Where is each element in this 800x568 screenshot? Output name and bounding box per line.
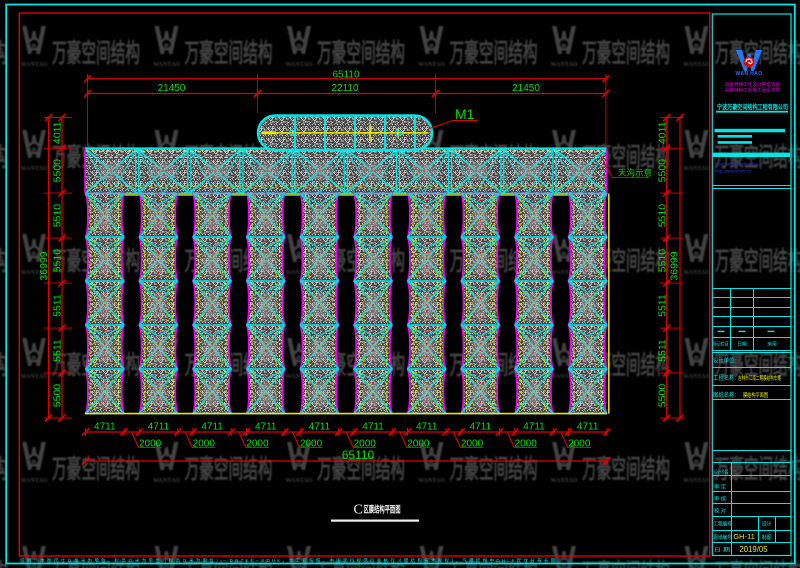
svg-text:5500: 5500 (657, 159, 669, 183)
svg-text:区膜结构平面图: 区膜结构平面图 (364, 504, 401, 515)
svg-text:采用: 采用 (767, 340, 777, 347)
svg-text:宁波万豪空间结构工程有限公司: 宁波万豪空间结构工程有限公司 (717, 102, 788, 111)
svg-text:36999: 36999 (38, 251, 50, 280)
svg-text:2000: 2000 (568, 439, 591, 450)
svg-text:2000: 2000 (354, 439, 377, 450)
svg-text:65110: 65110 (342, 448, 375, 462)
svg-text:5511: 5511 (52, 294, 64, 317)
svg-text:膜结构平面图: 膜结构平面图 (743, 391, 768, 399)
svg-text:5511: 5511 (52, 339, 64, 362)
svg-text:5510: 5510 (657, 249, 669, 273)
svg-text:日 期: 日 期 (714, 547, 730, 554)
svg-text:4711: 4711 (577, 422, 599, 433)
svg-text:5510: 5510 (657, 204, 669, 228)
svg-text:M1: M1 (455, 106, 475, 122)
svg-text:工程名称:: 工程名称: (713, 374, 736, 382)
svg-text:4711: 4711 (470, 422, 492, 433)
svg-text:具备特种工程设计甲级资质: 具备特种工程设计甲级资质 (725, 81, 781, 88)
svg-text:21450: 21450 (158, 83, 186, 94)
svg-text:标记栏目: 标记栏目 (713, 340, 729, 347)
svg-text:4711: 4711 (201, 422, 223, 433)
svg-text:设计: 设计 (762, 521, 772, 528)
svg-text:5500: 5500 (52, 384, 64, 408)
svg-text:天沟示意: 天沟示意 (618, 168, 652, 178)
svg-text:2000: 2000 (461, 439, 484, 450)
svg-text:4711: 4711 (523, 422, 545, 433)
svg-text:审 核: 审 核 (714, 495, 726, 503)
svg-text:设计阶段: 设计阶段 (714, 468, 729, 476)
svg-text:吉林市江南二期膜结构车棚: 吉林市江南二期膜结构车棚 (738, 374, 781, 382)
svg-text:图纸名称:: 图纸名称: (713, 391, 736, 399)
svg-text:制图: 制图 (762, 534, 772, 541)
svg-text:21450: 21450 (512, 83, 540, 94)
svg-text:2000: 2000 (193, 439, 216, 450)
svg-text:工程编号: 工程编号 (714, 520, 732, 528)
svg-text:4011: 4011 (657, 121, 669, 144)
svg-text:图纸编号: 图纸编号 (714, 533, 732, 541)
svg-text:5511: 5511 (657, 339, 669, 362)
svg-text:具备特种工程施工壹级资质: 具备特种工程施工壹级资质 (725, 87, 781, 94)
svg-text:WAN HAO: WAN HAO (736, 71, 763, 77)
svg-text:2000: 2000 (300, 439, 323, 450)
svg-text:2019/05: 2019/05 (739, 545, 768, 554)
svg-text:2000: 2000 (246, 439, 269, 450)
svg-text:22110: 22110 (331, 83, 359, 94)
svg-text:65110: 65110 (332, 70, 360, 81)
svg-text:36999: 36999 (669, 251, 681, 280)
svg-text:http: www.nbwh.cn: http: www.nbwh.cn (715, 169, 751, 174)
svg-text:4711: 4711 (362, 422, 384, 433)
svg-text:5500: 5500 (657, 384, 669, 408)
svg-text:校 对: 校 对 (714, 507, 726, 515)
svg-text:2000: 2000 (515, 439, 538, 450)
svg-text:5510: 5510 (52, 249, 64, 273)
svg-text:4711: 4711 (416, 422, 438, 433)
svg-text:2000: 2000 (139, 439, 162, 450)
svg-text:设计单位:: 设计单位: (713, 357, 736, 365)
svg-text:5511: 5511 (657, 294, 669, 317)
svg-text:GH-11: GH-11 (733, 532, 755, 541)
svg-text:4711: 4711 (309, 422, 331, 433)
svg-text:4711: 4711 (148, 422, 170, 433)
svg-text:5500: 5500 (52, 159, 64, 183)
svg-text:日期: 日期 (737, 341, 747, 347)
svg-text:4011: 4011 (52, 121, 64, 144)
svg-text:2000: 2000 (407, 439, 430, 450)
svg-text:4711: 4711 (94, 422, 116, 433)
svg-text:审 定: 审 定 (714, 483, 726, 491)
svg-text:5510: 5510 (52, 204, 64, 228)
svg-text:C: C (354, 503, 363, 518)
svg-text:4711: 4711 (255, 422, 277, 433)
svg-text:Email: wanhao@nbwanhao.cn: Email: wanhao@nbwanhao.cn (715, 162, 763, 167)
